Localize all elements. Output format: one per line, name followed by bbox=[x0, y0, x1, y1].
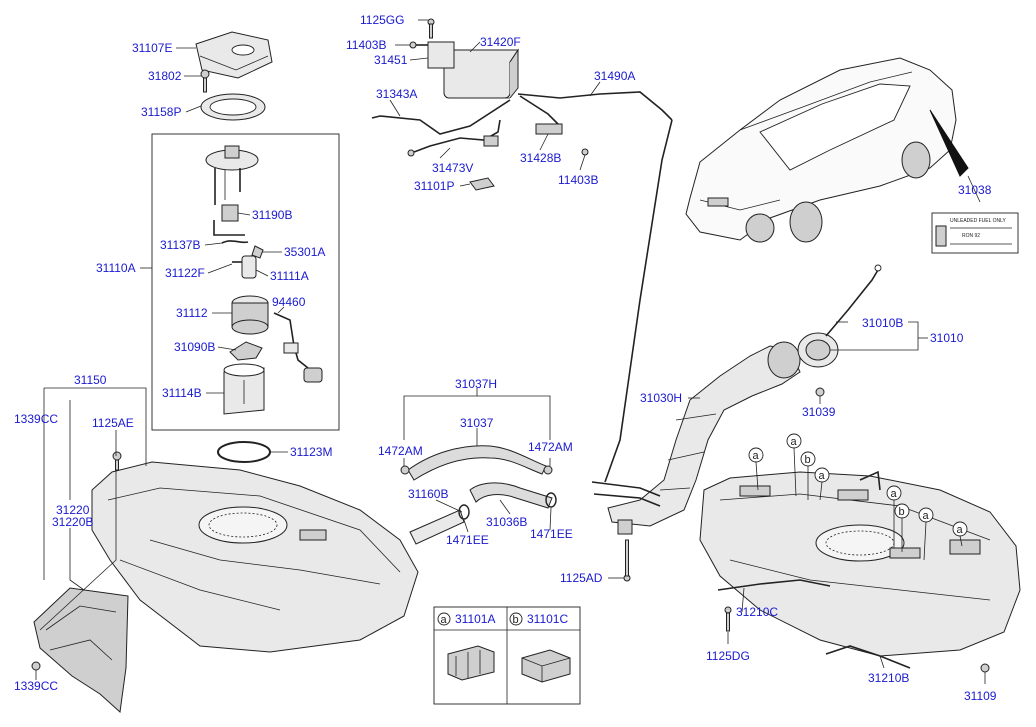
pump-assembly-box bbox=[151, 133, 340, 431]
callout-a-4: a bbox=[886, 485, 902, 501]
label-31112: 31112 bbox=[176, 306, 208, 320]
fuel-tank-right bbox=[699, 470, 1021, 657]
fuel-tank-left bbox=[91, 461, 419, 653]
label-1472AM-left: 1472AM bbox=[378, 444, 423, 458]
vapor-hose-lines bbox=[371, 91, 673, 483]
label-35301A: 35301A bbox=[284, 245, 325, 259]
label-31107E: 31107E bbox=[132, 41, 172, 55]
label-31210C: 31210C bbox=[736, 605, 778, 619]
label-31037H: 31037H bbox=[455, 377, 497, 391]
filler-neck-part bbox=[591, 341, 801, 582]
svg-text:a: a bbox=[923, 510, 930, 522]
svg-text:b: b bbox=[805, 454, 811, 466]
svg-text:a: a bbox=[957, 524, 964, 536]
label-31160B: 31160B bbox=[408, 487, 448, 501]
nut-part-1339cc bbox=[31, 661, 41, 671]
label-31343A: 31343A bbox=[376, 87, 417, 101]
gasket-ring-part bbox=[217, 441, 271, 463]
bolt-part-1125dg bbox=[724, 606, 732, 632]
label-31158P: 31158P bbox=[141, 105, 181, 119]
fuel-label-plate: UNLEADED FUEL ONLY RON 92 bbox=[931, 212, 1019, 254]
nut-part-31109 bbox=[980, 663, 990, 673]
label-94460: 94460 bbox=[272, 295, 306, 309]
label-31490A: 31490A bbox=[594, 69, 635, 83]
label-1339CC-top: 1339CC bbox=[14, 412, 58, 426]
label-1471EE-left: 1471EE bbox=[446, 533, 489, 547]
cover-plate-part bbox=[195, 31, 273, 79]
svg-text:a: a bbox=[819, 470, 826, 482]
label-31010B: 31010B bbox=[862, 316, 903, 330]
clip-part-31039 bbox=[815, 387, 825, 397]
label-31802: 31802 bbox=[148, 69, 182, 83]
fuel-pump-module bbox=[205, 145, 323, 415]
label-31110A: 31110A bbox=[96, 261, 136, 275]
label-31010: 31010 bbox=[930, 331, 964, 345]
callout-a-6: a bbox=[952, 521, 968, 537]
callout-a-1: a bbox=[748, 447, 764, 463]
tank-strap-31210c bbox=[717, 579, 831, 591]
svg-text:a: a bbox=[891, 488, 898, 500]
label-31428B: 31428B bbox=[520, 151, 561, 165]
label-31123M: 31123M bbox=[290, 445, 332, 459]
legend-a-part: 31101A bbox=[455, 612, 495, 626]
label-1125AE: 1125AE bbox=[92, 416, 134, 430]
fuel-label-line2: RON 92 bbox=[962, 233, 980, 239]
label-31111A: 31111A bbox=[270, 269, 309, 283]
legend-b-letter: b bbox=[513, 614, 519, 626]
label-1125GG: 1125GG bbox=[360, 13, 404, 27]
bolt-part-1125ae bbox=[112, 451, 122, 471]
svg-text:a: a bbox=[791, 436, 798, 448]
label-31473V: 31473V bbox=[432, 161, 473, 175]
lock-ring-part bbox=[200, 93, 266, 121]
callout-a-3: a bbox=[814, 467, 830, 483]
label-31101P: 31101P bbox=[414, 179, 454, 193]
label-31037: 31037 bbox=[460, 416, 494, 430]
label-31150: 31150 bbox=[74, 373, 107, 387]
label-31220: 31220 bbox=[56, 503, 90, 517]
label-31109: 31109 bbox=[964, 689, 997, 703]
label-31036B: 31036B bbox=[486, 515, 527, 529]
label-31451: 31451 bbox=[374, 53, 408, 67]
label-11403B-bottom: 11403B bbox=[558, 173, 598, 187]
label-31114B: 31114B bbox=[162, 386, 202, 400]
legend-a-letter: a bbox=[441, 614, 448, 626]
legend-table: a 31101A b 31101C bbox=[433, 606, 581, 705]
callout-b-1: b bbox=[800, 451, 816, 467]
legend-b-part: 31101C bbox=[527, 612, 568, 626]
label-11403B-top: 11403B bbox=[346, 38, 386, 52]
filler-hoses bbox=[400, 445, 557, 545]
label-31038: 31038 bbox=[958, 183, 992, 197]
label-31420F: 31420F bbox=[480, 35, 521, 49]
label-31137B: 31137B bbox=[160, 238, 200, 252]
foam-pad-31101p bbox=[469, 177, 495, 191]
svg-text:a: a bbox=[753, 450, 760, 462]
label-31190B: 31190B bbox=[252, 208, 292, 222]
label-31039: 31039 bbox=[802, 405, 836, 419]
tank-strap-31210b bbox=[825, 645, 911, 669]
label-1125DG: 1125DG bbox=[706, 649, 750, 663]
label-1471EE-right: 1471EE bbox=[530, 527, 573, 541]
screw-part-31802 bbox=[200, 69, 210, 93]
label-31090B: 31090B bbox=[174, 340, 215, 354]
label-31122F: 31122F bbox=[165, 266, 205, 280]
label-31030H: 31030H bbox=[640, 391, 682, 405]
label-1125AD: 1125AD bbox=[560, 571, 603, 585]
label-1339CC-bottom: 1339CC bbox=[14, 679, 58, 693]
callout-b-2: b bbox=[894, 503, 910, 519]
label-1472AM-right: 1472AM bbox=[528, 440, 573, 454]
label-31220B: 31220B bbox=[52, 515, 93, 529]
heat-shield-part bbox=[33, 587, 129, 714]
canister-part bbox=[409, 18, 519, 99]
fuel-cap-part bbox=[797, 264, 882, 368]
svg-text:b: b bbox=[899, 506, 905, 518]
leader-lines bbox=[35, 19, 986, 684]
label-31210B: 31210B bbox=[868, 671, 909, 685]
callout-a-5: a bbox=[918, 507, 934, 523]
callout-a-2: a bbox=[786, 433, 802, 449]
fuel-label-line1: UNLEADED FUEL ONLY bbox=[950, 218, 1007, 224]
car-illustration bbox=[685, 57, 969, 243]
